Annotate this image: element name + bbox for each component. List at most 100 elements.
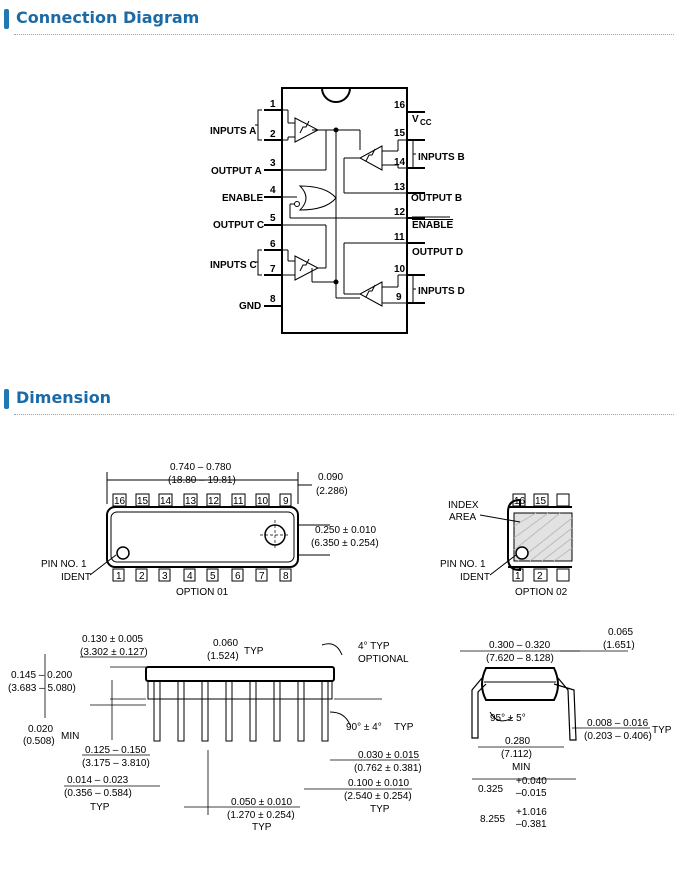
index-area-label: INDEX (448, 500, 479, 511)
dimension-header: Dimension (0, 380, 680, 416)
top-view-option-02: 16 15 1 2 INDEX AREA PIN NO. 1 IDENT OPT… (440, 493, 573, 598)
pin-number: 15 (137, 496, 149, 507)
pin-number: 4 (270, 185, 276, 196)
pin-number: 2 (537, 571, 543, 582)
inputs-c-bracket (255, 249, 262, 276)
inputs-c-label: INPUTS C (210, 260, 257, 271)
dim-shoulder-mm: (1.270 ± 0.254) (227, 810, 295, 821)
typ-label: TYP (252, 822, 272, 833)
dim-row-sp-mm: (7.112) (501, 749, 532, 760)
pin-number: 8 (283, 571, 289, 582)
dimension-drawing: 0.740 – 0.780 (18.80 – 19.81) 0.090 (2.2… (8, 462, 672, 833)
dim-top-right: 0.090 (318, 472, 343, 483)
receiver-b (343, 139, 407, 194)
dim-end-r: 0.065 (608, 627, 633, 638)
pin-label: OUTPUT B (411, 193, 462, 204)
inputs-b-bracket (409, 139, 416, 169)
dim-top-length: 0.740 – 0.780 (170, 462, 232, 473)
pin-number: 14 (160, 496, 172, 507)
pin-label: ENABLE (412, 220, 453, 231)
pin-number: 4 (187, 571, 193, 582)
dim-top-right-mm: (2.286) (316, 486, 348, 497)
dim-lead-len-mm: (3.175 – 3.810) (82, 758, 150, 769)
pin-number: 7 (270, 264, 276, 275)
dim-pitch-r-mm: (0.762 ± 0.381) (354, 763, 422, 774)
left-pin-8: 8 GND (239, 294, 282, 312)
dim-lead-w-mm: (0.356 – 0.584) (64, 788, 132, 799)
dimension-title: Dimension (16, 388, 112, 407)
bottom-pin-row: 1 2 3 4 5 6 7 8 (112, 568, 292, 582)
dim-angle-top: 4° TYP (358, 641, 390, 652)
typ-label: TYP (244, 646, 264, 657)
pin-number: 14 (394, 157, 406, 168)
left-pin-2: 2 (264, 129, 282, 141)
top-pin-row: 16 15 14 13 12 11 10 9 (112, 493, 292, 507)
left-pin-6: 6 (264, 239, 282, 251)
dim-body-width: 0.250 ± 0.010 (315, 525, 377, 536)
pin-number: 11 (233, 496, 244, 507)
pin-number: 16 (394, 100, 406, 111)
pin1-ident-label: PIN NO. 1 (41, 559, 87, 570)
pin-number: 15 (535, 496, 547, 507)
pin-number: 7 (259, 571, 265, 582)
dim-lead-sp: 0.325 (478, 784, 503, 795)
dim-side-top-b-mm: (1.524) (207, 651, 239, 662)
top-view-option-01: 0.740 – 0.780 (18.80 – 19.81) 0.090 (2.2… (41, 462, 379, 598)
connection-diagram: 1 2 3 OUTPUT A 4 ENABLE 5 OUTPUT C 6 7 8… (210, 87, 465, 334)
right-pin-13: 13 OUTPUT B (394, 182, 462, 204)
typ-label: TYP (652, 725, 672, 736)
left-pin-1: 1 (264, 99, 282, 111)
pin-label: GND (239, 301, 261, 312)
dim-row-sp: 0.280 (505, 736, 530, 747)
dim-angle-bot: 90° ± 4° (346, 722, 382, 733)
pin-number: 3 (270, 158, 276, 169)
inputs-b-label: INPUTS B (418, 152, 465, 163)
connection-diagram-title: Connection Diagram (16, 8, 200, 27)
side-view-leads (153, 680, 329, 742)
pin-label: ENABLE (222, 193, 263, 204)
pin-number: 1 (270, 99, 276, 110)
inputs-a-label: INPUTS A (210, 126, 256, 137)
pin-number: 16 (114, 496, 126, 507)
dim-lead-sp-mm: 8.255 (480, 814, 505, 825)
dim-lead-sp-mm-minus: –0.381 (516, 819, 547, 830)
dim-min-h-mm: (0.508) (23, 736, 55, 747)
pin-number: 6 (270, 239, 276, 250)
section-divider (14, 414, 674, 415)
dim-lead-sp-plus: +0.040 (516, 776, 547, 787)
left-pin-3: 3 OUTPUT A (211, 158, 282, 177)
side-view: 0.130 ± 0.005 (3.302 ± 0.127) 0.060 (1.5… (8, 634, 422, 833)
dim-thick: 0.008 – 0.016 (587, 718, 649, 729)
pin-number: 16 (514, 496, 526, 507)
index-area-label-2: AREA (449, 512, 477, 523)
inputs-a-bracket (255, 109, 262, 141)
dim-lead-len: 0.125 – 0.150 (85, 745, 147, 756)
dim-pitch-100: 0.100 ± 0.010 (348, 778, 410, 789)
pin-label: OUTPUT D (412, 247, 463, 258)
pin-number: 13 (185, 496, 197, 507)
dim-height-mm: (3.683 – 5.080) (8, 683, 76, 694)
dim-end-w-mm: (7.620 – 8.128) (486, 653, 554, 664)
inputs-d-bracket (409, 274, 416, 304)
pin-number: 1 (116, 571, 122, 582)
dim-body-width-mm: (6.350 ± 0.254) (311, 538, 379, 549)
dim-thick-mm: (0.203 – 0.406) (584, 731, 652, 742)
pin-number: 9 (396, 292, 402, 303)
dim-top-length-mm: (18.80 – 19.81) (168, 475, 236, 486)
dim-lead-w: 0.014 – 0.023 (67, 775, 129, 786)
min-label: MIN (512, 762, 530, 773)
pin1-ident-label-opt2: PIN NO. 1 (440, 559, 486, 570)
receiver-a (282, 109, 336, 171)
optional-label: OPTIONAL (358, 654, 409, 665)
pin-number: 2 (139, 571, 145, 582)
pin1-ident-label-opt2-2: IDENT (460, 572, 490, 583)
pin-number: 10 (394, 264, 406, 275)
dim-side-top-a: 0.130 ± 0.005 (82, 634, 144, 645)
dim-lead-sp-mm-plus: +1.016 (516, 807, 547, 818)
dim-end-w: 0.300 – 0.320 (489, 640, 551, 651)
ic-body (281, 87, 408, 334)
pin-number: 6 (235, 571, 241, 582)
dim-side-top-b: 0.060 (213, 638, 238, 649)
typ-label: TYP (90, 802, 110, 813)
dim-side-top-a-mm: (3.302 ± 0.127) (80, 647, 148, 658)
